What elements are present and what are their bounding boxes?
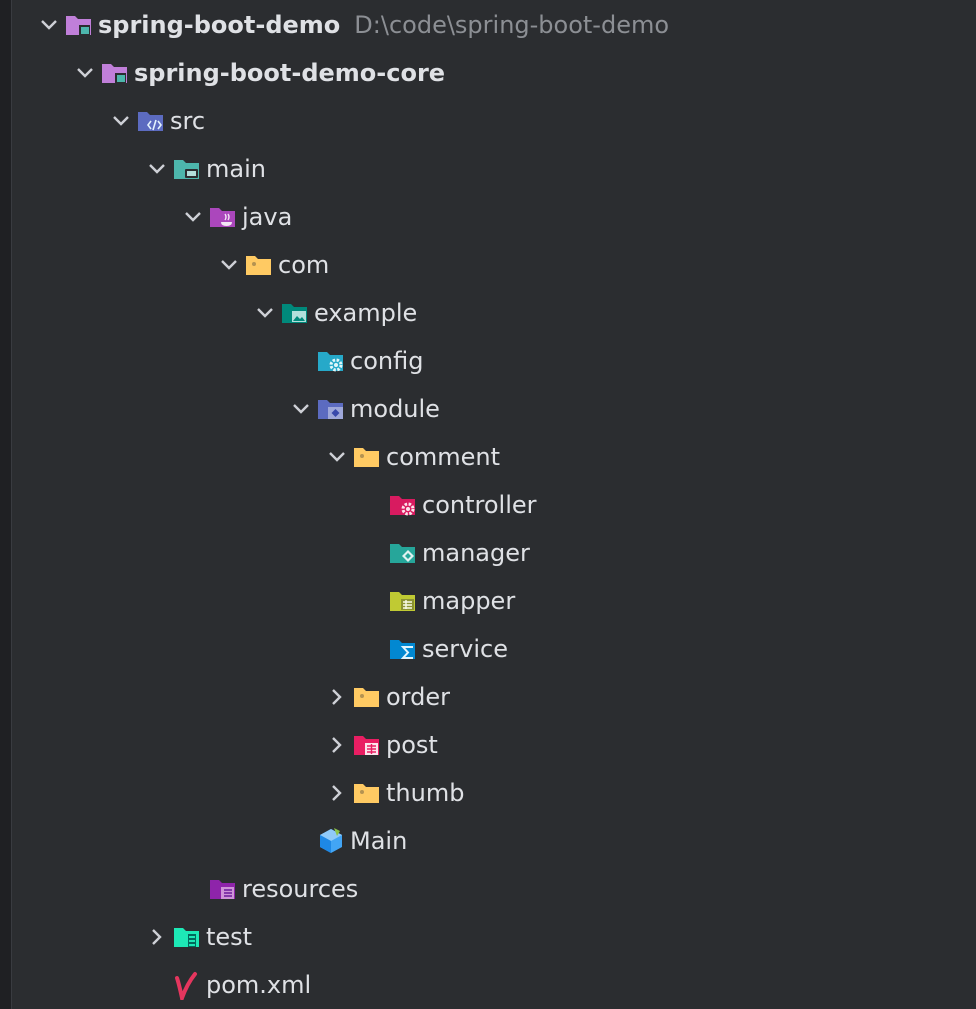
chevron-right-icon[interactable] bbox=[325, 733, 349, 757]
manager-label: manager bbox=[422, 539, 530, 567]
tree-row-manager[interactable]: manager bbox=[11, 529, 976, 577]
gutter bbox=[0, 0, 12, 1009]
tree-row-comment[interactable]: comment bbox=[11, 433, 976, 481]
controller-folder-icon bbox=[389, 493, 417, 517]
order-label: order bbox=[386, 683, 450, 711]
tree-row-module[interactable]: spring-boot-demo-core bbox=[11, 49, 976, 97]
mapper-folder-icon bbox=[389, 589, 417, 613]
java-label: java bbox=[242, 203, 293, 231]
controller-label: controller bbox=[422, 491, 537, 519]
resources-folder-icon bbox=[209, 877, 237, 901]
test-label: test bbox=[206, 923, 253, 951]
chevron-down-icon[interactable] bbox=[73, 61, 97, 85]
thumb-label: thumb bbox=[386, 779, 465, 807]
tree-row-module-package[interactable]: module bbox=[11, 385, 976, 433]
main-label: main bbox=[206, 155, 266, 183]
chevron-right-icon[interactable] bbox=[325, 685, 349, 709]
source-folder-icon bbox=[137, 109, 165, 133]
chevron-down-icon[interactable] bbox=[217, 253, 241, 277]
package-folder-icon bbox=[353, 685, 381, 709]
tree-row-main[interactable]: main bbox=[11, 145, 976, 193]
tree-row-src[interactable]: src bbox=[11, 97, 976, 145]
tree-row-test[interactable]: test bbox=[11, 913, 976, 961]
module-package-icon bbox=[317, 397, 345, 421]
tree-row-mapper[interactable]: mapper bbox=[11, 577, 976, 625]
chevron-down-icon[interactable] bbox=[109, 109, 133, 133]
chevron-down-icon[interactable] bbox=[181, 205, 205, 229]
package-folder-icon bbox=[353, 445, 381, 469]
service-folder-icon bbox=[389, 637, 417, 661]
tree-row-pom[interactable]: pom.xml bbox=[11, 961, 976, 1009]
tree-row-thumb[interactable]: thumb bbox=[11, 769, 976, 817]
pom-label: pom.xml bbox=[206, 971, 312, 999]
tree-row-config[interactable]: config bbox=[11, 337, 976, 385]
java-class-icon bbox=[317, 828, 345, 853]
config-label: config bbox=[350, 347, 424, 375]
tree-row-service[interactable]: service bbox=[11, 625, 976, 673]
resources-label: resources bbox=[242, 875, 359, 903]
tree-row-resources[interactable]: resources bbox=[11, 865, 976, 913]
tree-row-project[interactable]: spring-boot-demo D:\code\spring-boot-dem… bbox=[11, 1, 976, 49]
module-folder-icon bbox=[65, 13, 93, 37]
java-folder-icon bbox=[209, 205, 237, 229]
module-package-label: module bbox=[350, 395, 440, 423]
tree-row-controller[interactable]: controller bbox=[11, 481, 976, 529]
package-folder-icon bbox=[353, 781, 381, 805]
module-label: spring-boot-demo-core bbox=[134, 59, 446, 87]
chevron-right-icon[interactable] bbox=[325, 781, 349, 805]
test-folder-icon bbox=[173, 925, 201, 949]
mapper-label: mapper bbox=[422, 587, 516, 615]
manager-folder-icon bbox=[389, 541, 417, 565]
tree-row-example[interactable]: example bbox=[11, 289, 976, 337]
main-folder-icon bbox=[173, 157, 201, 181]
project-label: spring-boot-demo bbox=[98, 11, 341, 39]
maven-icon bbox=[173, 972, 201, 1000]
chevron-down-icon[interactable] bbox=[37, 13, 61, 37]
chevron-right-icon[interactable] bbox=[145, 925, 169, 949]
tree-row-post[interactable]: post bbox=[11, 721, 976, 769]
comment-label: comment bbox=[386, 443, 501, 471]
src-label: src bbox=[170, 107, 206, 135]
com-label: com bbox=[278, 251, 330, 279]
post-label: post bbox=[386, 731, 438, 759]
example-label: example bbox=[314, 299, 418, 327]
tree-row-java[interactable]: java bbox=[11, 193, 976, 241]
module-folder-icon bbox=[101, 61, 129, 85]
tree-row-com[interactable]: com bbox=[11, 241, 976, 289]
main-class-label: Main bbox=[350, 827, 408, 855]
package-folder-icon bbox=[245, 253, 273, 277]
config-folder-icon bbox=[317, 349, 345, 373]
tree-row-main-class[interactable]: Main bbox=[11, 817, 976, 865]
service-label: service bbox=[422, 635, 508, 663]
chevron-down-icon[interactable] bbox=[145, 157, 169, 181]
chevron-down-icon[interactable] bbox=[325, 445, 349, 469]
post-folder-icon bbox=[353, 733, 381, 757]
project-path: D:\code\spring-boot-demo bbox=[354, 11, 670, 39]
chevron-down-icon[interactable] bbox=[289, 397, 313, 421]
images-folder-icon bbox=[281, 301, 309, 325]
chevron-down-icon[interactable] bbox=[253, 301, 277, 325]
tree-row-order[interactable]: order bbox=[11, 673, 976, 721]
project-tree[interactable]: spring-boot-demo D:\code\spring-boot-dem… bbox=[11, 0, 976, 1009]
